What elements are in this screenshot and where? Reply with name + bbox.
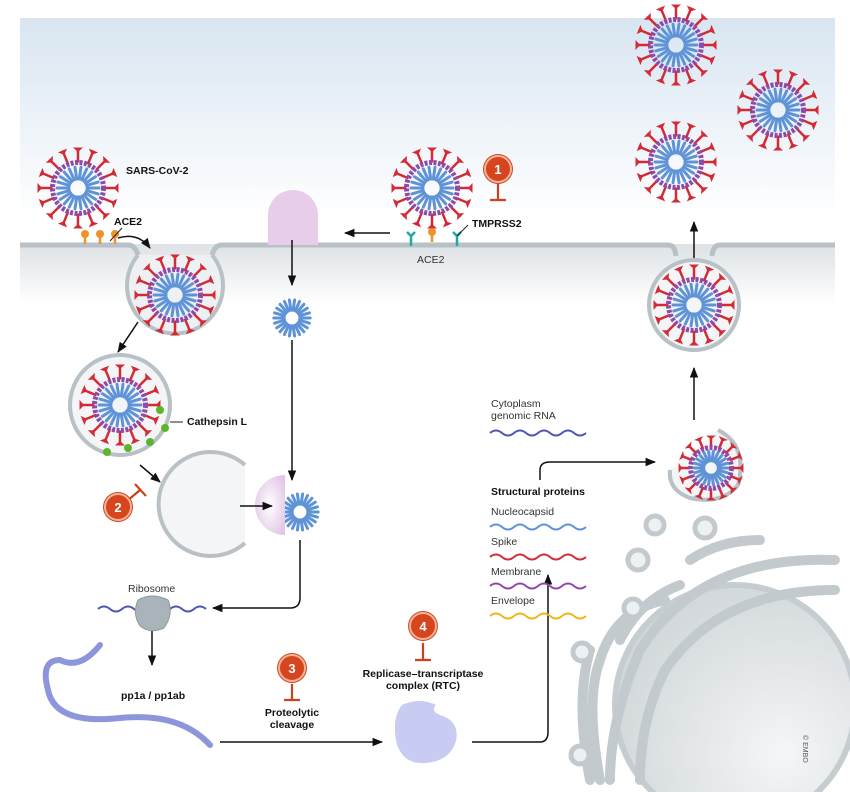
proteolytic-label: Proteolytic cleavage: [262, 707, 322, 731]
nucleocapsid-released-2: [280, 492, 320, 532]
virion-released-1: [635, 4, 717, 86]
legend-wave-membrane: [489, 582, 587, 590]
genomic-rna-line-1: Cytoplasm: [491, 398, 541, 410]
virion-tmprss2: [391, 147, 473, 229]
virion-released-2: [737, 69, 819, 151]
virion-endosome: [79, 364, 161, 446]
genomic-rna-line-2: genomic RNA: [491, 410, 556, 423]
legend-label-envelope: Envelope: [491, 595, 535, 607]
genomic-rna-label: Cytoplasm genomic RNA: [491, 398, 556, 422]
genomic-rna-wave: [489, 429, 587, 437]
er-vesicles: [568, 513, 718, 767]
virion-budding: [653, 264, 735, 346]
inhibitor-marks: [119, 183, 506, 702]
legend-wave-envelope: [489, 612, 587, 620]
virus-label: SARS-CoV-2: [126, 165, 189, 177]
rtc-label: Replicase–transcriptase complex (RTC): [358, 668, 488, 692]
cathepsin-label: Cathepsin L: [187, 416, 248, 428]
inhibitor-badge-2: 2: [104, 493, 132, 521]
inhibitor-badge-4: 4: [409, 612, 437, 640]
virion-free: [37, 147, 119, 229]
copyright-mark: © EMBO: [801, 735, 808, 763]
rtc-complex-icon: [394, 701, 457, 764]
inhibitor-badge-1: 1: [484, 155, 512, 183]
ace2-center-label: ACE2: [417, 254, 445, 266]
virion-endocytosed: [134, 254, 216, 336]
legend-label-membrane: Membrane: [491, 566, 542, 578]
plasma-membrane: [20, 242, 835, 257]
ribosome-label: Ribosome: [128, 583, 176, 595]
legend-wave-spike: [489, 553, 587, 561]
tmprss2-label: TMPRSS2: [472, 218, 522, 230]
fusion-endosome: [156, 450, 247, 558]
rtc-line-1: Replicase–transcriptase: [362, 668, 484, 680]
virion-released-3: [635, 121, 717, 203]
polyprotein-label: pp1a / pp1ab: [121, 690, 186, 702]
legend-label-nucleocapsid: Nucleocapsid: [491, 506, 555, 518]
label-leaders: [109, 224, 469, 423]
pathway-arrows: [117, 220, 699, 747]
ace2-left-label: ACE2: [114, 216, 143, 228]
legend-label-spike: Spike: [491, 536, 518, 548]
nucleocapsid-released-1: [272, 298, 312, 338]
rtc-line-2: complex (RTC): [385, 680, 461, 693]
inhibitor-badge-3: 3: [278, 654, 306, 682]
endoplasmic-reticulum: [577, 535, 850, 792]
virion-assembling: [678, 435, 744, 501]
extracellular-space: [20, 18, 835, 218]
proteolytic-line-1: Proteolytic: [264, 707, 320, 719]
legend-wave-nucleocapsid: [489, 523, 587, 531]
virion-fusing: [255, 190, 318, 535]
polyprotein-chain: [42, 642, 213, 748]
legend-title: Structural proteins: [491, 486, 585, 498]
ribosome-icon: [134, 595, 171, 632]
proteolytic-line-2: cleavage: [269, 719, 315, 732]
